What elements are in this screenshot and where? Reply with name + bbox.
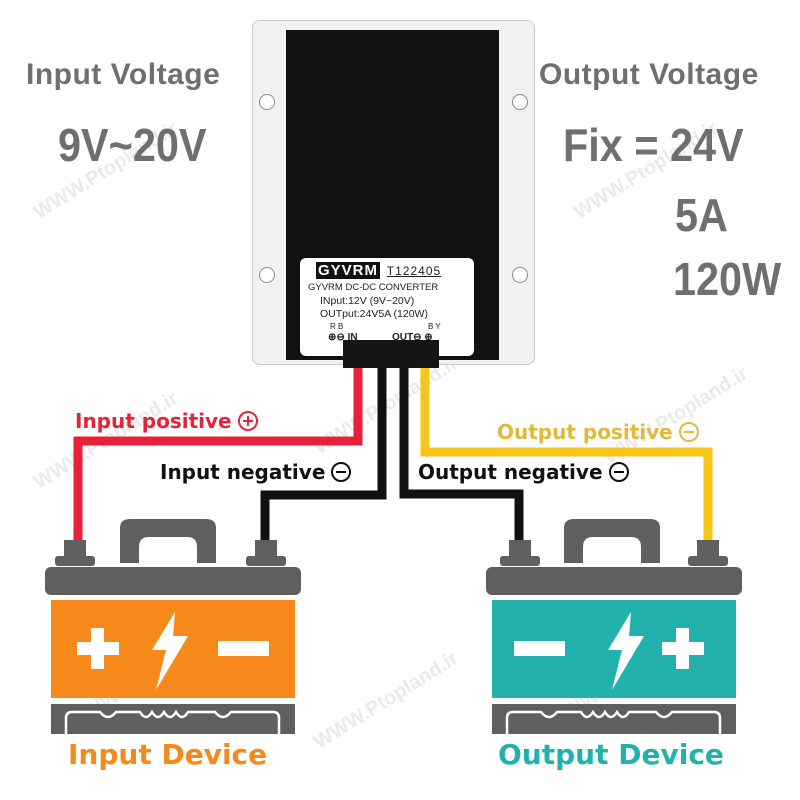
mounting-hole — [512, 267, 528, 283]
minus-terminal-icon: ⊖ — [336, 332, 345, 343]
battery-base-outline — [64, 709, 281, 735]
battery-base — [492, 704, 736, 734]
input-voltage-title: Input Voltage — [26, 58, 221, 91]
positive-terminal-base — [55, 556, 95, 566]
plus-terminal-icon: ⊕ — [328, 332, 337, 343]
positive-terminal — [64, 540, 86, 558]
input-color-codes: R B — [330, 322, 344, 331]
in-label: IN — [347, 332, 358, 343]
cable-connector — [343, 340, 439, 368]
minus-terminal-icon: ⊖ — [413, 332, 422, 343]
input-negative-wire — [260, 360, 387, 556]
plus-sign-icon-vertical — [91, 628, 104, 669]
minus-sign-icon — [514, 641, 565, 656]
battery-lid — [486, 567, 742, 595]
negative-terminal — [255, 540, 277, 558]
minus-circle-icon — [678, 422, 699, 442]
positive-terminal-base — [688, 556, 728, 566]
input-positive-wire — [73, 360, 363, 556]
minus-circle-icon — [331, 462, 352, 482]
brand-logo: GYVRM — [316, 262, 381, 279]
negative-terminal — [509, 540, 531, 558]
mounting-hole — [512, 94, 528, 110]
converter-type: GYVRM DC-DC CONVERTER — [308, 282, 439, 293]
output-voltage-title: Output Voltage — [539, 58, 759, 91]
output-positive-label: Output positive — [497, 420, 699, 444]
plus-terminal-icon: ⊕ — [424, 332, 433, 343]
out-label: OUT — [392, 332, 414, 343]
lightning-icon — [152, 612, 188, 690]
converter-label: GYVRM T122405 GYVRM DC-DC CONVERTER INpu… — [300, 258, 474, 356]
input-rating: INput:12V (9V~20V) — [320, 295, 415, 307]
input-device-label: Input Device — [68, 738, 268, 771]
output-power-value: 120W — [673, 253, 782, 305]
output-negative-label: Output negative — [418, 460, 629, 484]
mounting-hole — [259, 94, 275, 110]
mounting-hole — [259, 267, 275, 283]
output-device-battery — [486, 519, 742, 735]
input-negative-label: Input negative — [160, 460, 352, 484]
input-positive-label: Input positive — [75, 409, 258, 433]
battery-base — [51, 704, 295, 734]
output-device-label: Output Device — [498, 738, 724, 771]
model-number: T122405 — [386, 264, 442, 278]
output-negative-wire — [399, 360, 524, 556]
battery-handle — [120, 519, 216, 563]
output-color-codes: B Y — [428, 322, 441, 331]
battery-base-outline — [505, 709, 722, 735]
lightning-icon — [608, 612, 644, 690]
input-voltage-range: 9V~20V — [58, 119, 207, 171]
positive-terminal — [697, 540, 719, 558]
output-voltage-value: Fix = 24V — [563, 119, 744, 171]
battery-handle — [564, 519, 660, 563]
plus-circle-icon — [237, 411, 258, 431]
negative-terminal-base — [246, 556, 286, 566]
plus-sign-icon-vertical — [676, 628, 689, 669]
battery-lid — [45, 567, 301, 595]
minus-sign-icon — [218, 641, 269, 656]
input-device-battery — [45, 519, 301, 735]
output-positive-wire — [420, 360, 713, 556]
output-current-value: 5A — [675, 189, 728, 241]
output-positive-text: Output positive — [497, 420, 673, 444]
input-positive-text: Input positive — [75, 409, 232, 433]
output-rating: OUTput:24V5A (120W) — [320, 308, 428, 320]
output-negative-text: Output negative — [418, 460, 603, 484]
negative-terminal-base — [500, 556, 540, 566]
input-negative-text: Input negative — [160, 460, 326, 484]
minus-circle-icon — [608, 462, 629, 482]
